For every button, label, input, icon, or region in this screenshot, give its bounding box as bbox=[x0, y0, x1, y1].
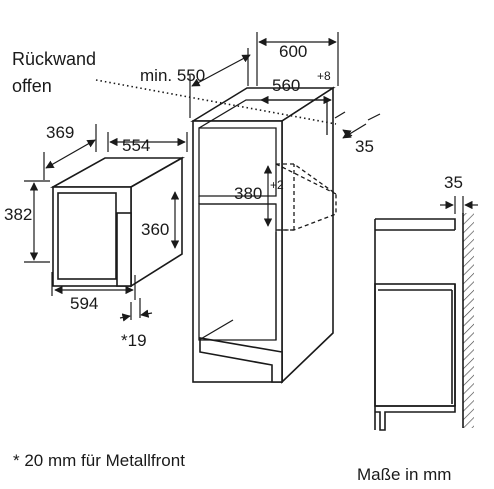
microwave-dimensions bbox=[24, 124, 188, 322]
niche-height-label: 380 bbox=[234, 184, 262, 203]
cabinet-width-label: 600 bbox=[279, 42, 307, 61]
rear-wall-leader bbox=[95, 79, 337, 125]
appliance-inner-height-label: 360 bbox=[141, 220, 169, 239]
side-gap-label: 35 bbox=[444, 173, 463, 192]
cabinet-gap-label: 35 bbox=[355, 137, 374, 156]
niche-dashed-outline bbox=[275, 163, 337, 231]
niche-width-tolerance: +8 bbox=[317, 69, 331, 83]
appliance-width-top-label: 554 bbox=[122, 136, 150, 155]
niche-height-tolerance: +2 bbox=[270, 178, 284, 192]
niche-width-label: 560 bbox=[272, 76, 300, 95]
side-gap-dimension bbox=[440, 196, 478, 214]
appliance-width-front-label: 594 bbox=[70, 294, 98, 313]
footnote: * 20 mm für Metallfront bbox=[13, 451, 185, 470]
appliance-height-label: 382 bbox=[4, 205, 32, 224]
min-depth-label: min. 550 bbox=[140, 66, 205, 85]
tall-cabinet-drawing bbox=[190, 86, 336, 384]
rear-wall-label-line2: offen bbox=[12, 76, 52, 96]
cabinet-dimensions bbox=[189, 32, 381, 227]
microwave-drawing bbox=[49, 156, 186, 288]
appliance-depth-label: 369 bbox=[46, 123, 74, 142]
units-note: Maße in mm bbox=[357, 465, 451, 484]
front-offset-label: *19 bbox=[121, 331, 147, 350]
side-view-drawing bbox=[374, 213, 474, 431]
rear-wall-label: Rückwand bbox=[12, 49, 96, 69]
